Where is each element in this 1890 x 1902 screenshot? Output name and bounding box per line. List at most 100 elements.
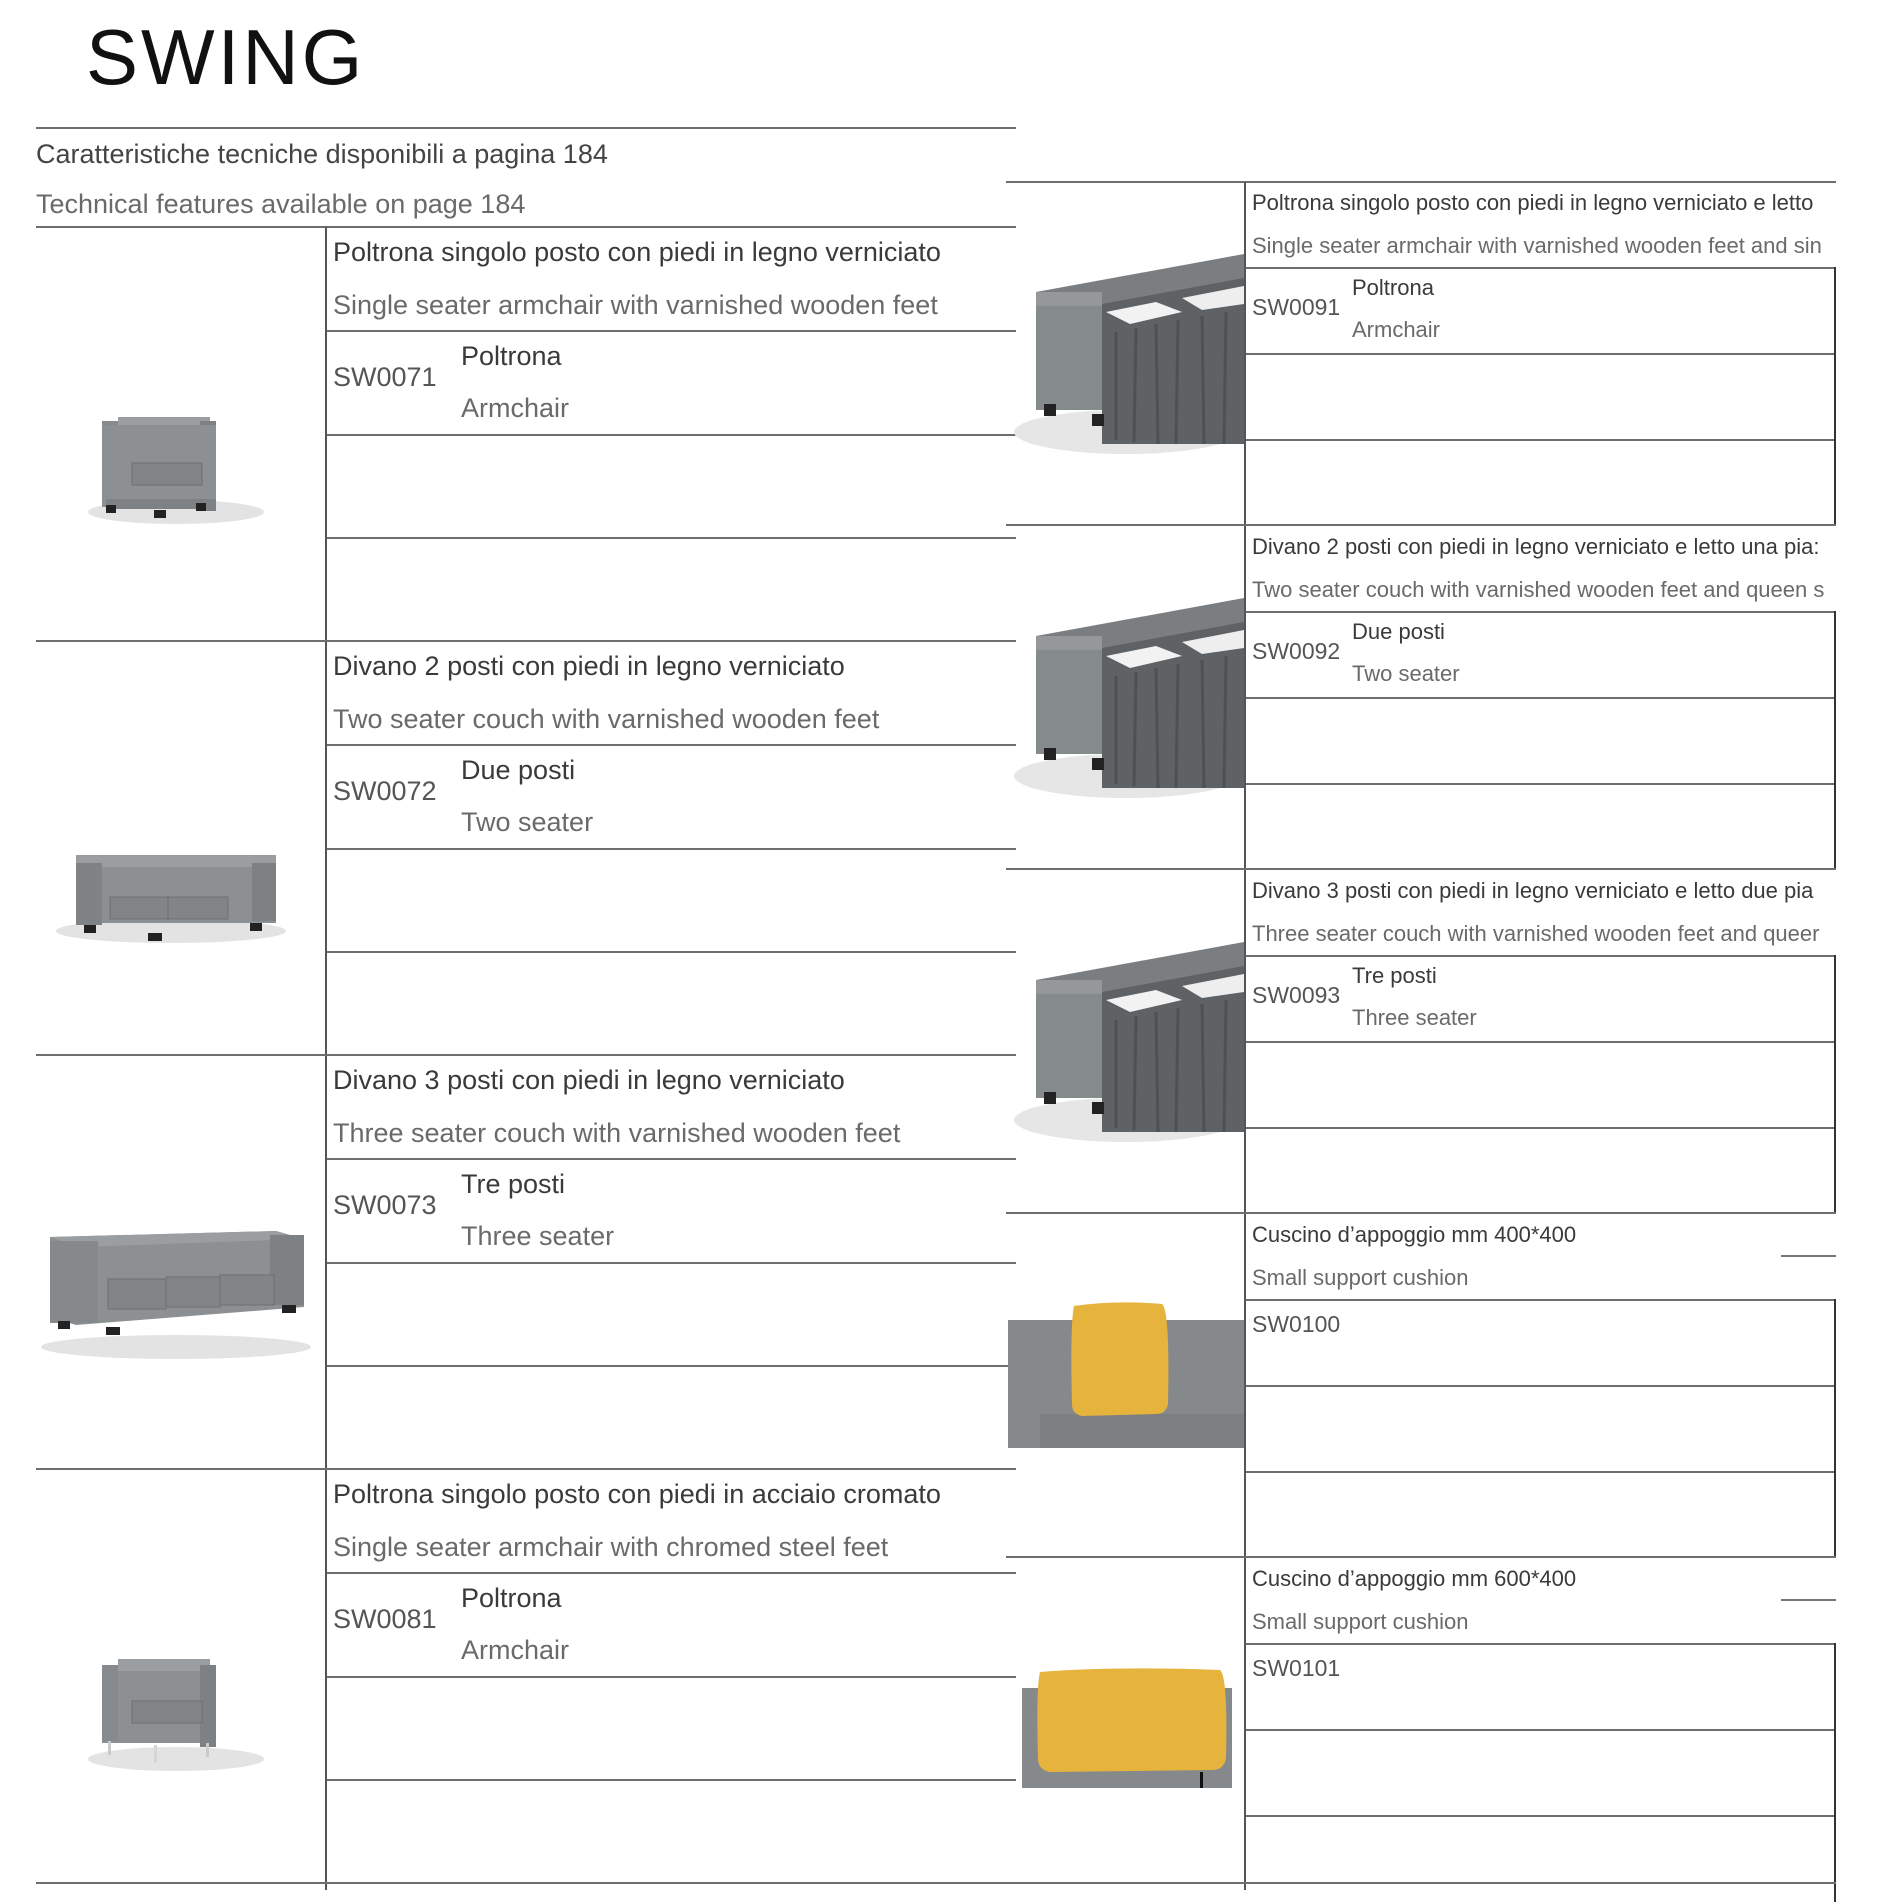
sofa-bed-icon (1014, 942, 1244, 1142)
product-image-armchair-chrome (36, 1469, 325, 1883)
divider (1246, 1385, 1836, 1387)
description-english: Single seater armchair with varnished wo… (333, 290, 938, 320)
product-image-cushion-rectangular (1006, 1558, 1244, 1902)
product-code: SW0093 (1252, 982, 1341, 1008)
divider (327, 1572, 1016, 1574)
description-italian: Divano 3 posti con piedi in legno vernic… (1252, 878, 1814, 903)
divider (1006, 1212, 1836, 1214)
product-name-italian: Tre posti (1352, 963, 1437, 988)
divider (1246, 1643, 1836, 1645)
divider (1246, 267, 1836, 269)
product-block-sw0071: Poltrona singolo posto con piedi in legn… (36, 227, 1016, 641)
divider (36, 1882, 1016, 1884)
product-image-armchair (36, 227, 325, 641)
divider (327, 537, 1016, 539)
product-code: SW0071 (333, 362, 437, 392)
product-image-two-seater (36, 641, 325, 1055)
product-name-english: Armchair (461, 1635, 570, 1665)
product-block-sw0093: Divano 3 posti con piedi in legno vernic… (1006, 870, 1836, 1214)
divider (1246, 1127, 1836, 1129)
divider (1246, 1041, 1836, 1043)
description-english: Three seater couch with varnished wooden… (333, 1118, 901, 1148)
product-code: SW0100 (1252, 1311, 1341, 1337)
divider (327, 1365, 1016, 1367)
product-code: SW0091 (1252, 294, 1341, 320)
column-separator (1244, 182, 1246, 1890)
description-english: Two seater couch with varnished wooden f… (1252, 577, 1825, 602)
divider (327, 330, 1016, 332)
intro-english: Technical features available on page 184 (36, 189, 526, 219)
divider (1006, 1882, 1836, 1884)
description-italian: Poltrona singolo posto con piedi in acci… (333, 1479, 941, 1509)
sofa-bed-icon (1014, 254, 1244, 454)
product-block-sw0081: Poltrona singolo posto con piedi in acci… (36, 1469, 1016, 1883)
divider (36, 226, 1016, 228)
product-name-italian: Due posti (461, 755, 576, 785)
divider (1246, 955, 1836, 957)
divider (36, 640, 1016, 642)
two-seater-sofa-icon (56, 855, 286, 943)
divider (327, 848, 1016, 850)
product-block-sw0072: Divano 2 posti con piedi in legno vernic… (36, 641, 1016, 1055)
divider (1006, 868, 1836, 870)
product-block-sw0100: Cuscino d’appoggio mm 400*400 Small supp… (1006, 1214, 1836, 1558)
product-code: SW0081 (333, 1604, 437, 1634)
armchair-chrome-icon (88, 1659, 264, 1771)
column-separator (325, 227, 327, 1890)
page-title: SWING (86, 13, 366, 101)
product-image-sofa-bed (1006, 182, 1244, 526)
description-english: Two seater couch with varnished wooden f… (333, 704, 880, 734)
divider (1246, 1299, 1836, 1301)
description-italian: Divano 2 posti con piedi in legno vernic… (333, 651, 845, 681)
divider (1006, 1556, 1836, 1558)
product-block-sw0092: Divano 2 posti con piedi in legno vernic… (1006, 526, 1836, 870)
table-border (1834, 1643, 1836, 1902)
armchair-icon (88, 417, 264, 524)
divider (1781, 1255, 1836, 1257)
divider (327, 951, 1016, 953)
product-block-sw0073: Divano 3 posti con piedi in legno vernic… (36, 1055, 1016, 1469)
intro-italian: Caratteristiche tecniche disponibili a p… (36, 139, 608, 169)
divider (1006, 181, 1836, 183)
three-seater-sofa-icon (41, 1231, 311, 1359)
product-name-italian: Poltrona (461, 1583, 562, 1613)
description-italian: Poltrona singolo posto con piedi in legn… (1252, 190, 1814, 215)
table-border (1834, 955, 1836, 1214)
product-block-sw0101: Cuscino d’appoggio mm 600*400 Small supp… (1006, 1558, 1836, 1902)
divider (36, 127, 1016, 129)
divider (1246, 353, 1836, 355)
product-image-cushion-square (1006, 1214, 1244, 1558)
description-italian: Divano 3 posti con piedi in legno vernic… (333, 1065, 845, 1095)
product-image-sofa-bed (1006, 870, 1244, 1214)
divider (1246, 611, 1836, 613)
description-english: Single seater armchair with varnished wo… (1252, 233, 1822, 258)
product-name-italian: Tre posti (461, 1169, 566, 1199)
divider (36, 1054, 1016, 1056)
divider (1246, 1471, 1836, 1473)
divider (1246, 1815, 1836, 1817)
divider (327, 744, 1016, 746)
description-italian: Poltrona singolo posto con piedi in legn… (333, 237, 941, 267)
divider (327, 1158, 1016, 1160)
table-border (1834, 267, 1836, 526)
divider (327, 434, 1016, 436)
divider (327, 1779, 1016, 1781)
product-name-italian: Poltrona (1352, 275, 1434, 300)
table-border (1834, 611, 1836, 870)
divider (1246, 1729, 1836, 1731)
product-block-sw0091: Poltrona singolo posto con piedi in legn… (1006, 182, 1836, 526)
product-name-english: Armchair (1352, 317, 1441, 342)
divider (327, 1676, 1016, 1678)
product-code: SW0072 (333, 776, 437, 806)
divider (1781, 1599, 1836, 1601)
product-name-english: Three seater (461, 1221, 615, 1251)
divider (1006, 524, 1836, 526)
product-code: SW0073 (333, 1190, 437, 1220)
description-english: Small support cushion (1252, 1609, 1469, 1634)
description-italian: Cuscino d’appoggio mm 600*400 (1252, 1566, 1577, 1591)
cushion-icon (1022, 1668, 1232, 1788)
product-image-three-seater (36, 1055, 325, 1469)
description-english: Three seater couch with varnished wooden… (1252, 921, 1820, 946)
product-image-sofa-bed (1006, 526, 1244, 870)
product-code: SW0101 (1252, 1655, 1341, 1681)
